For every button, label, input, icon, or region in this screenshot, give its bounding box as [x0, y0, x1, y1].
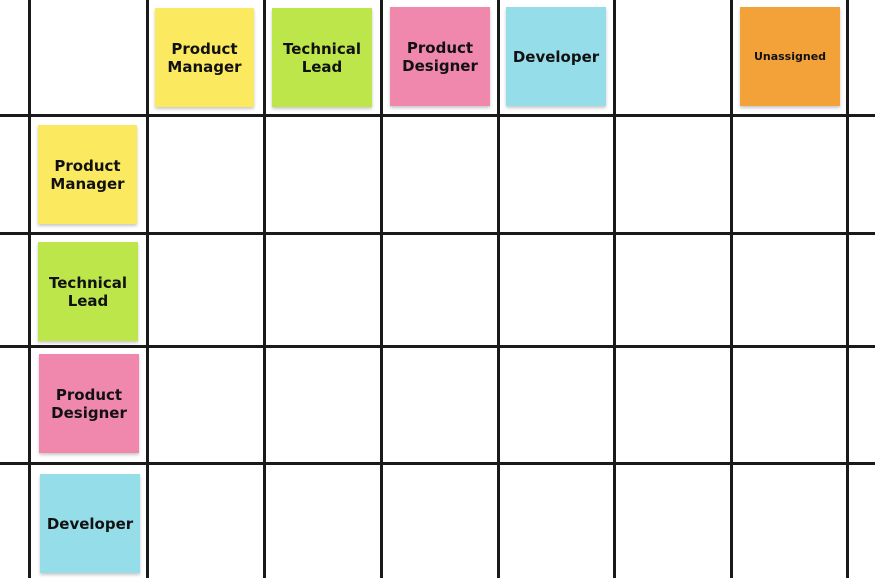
grid-line-vertical [28, 0, 31, 578]
grid-line-horizontal [0, 232, 875, 235]
sticky-note-label: Unassigned [753, 49, 827, 63]
grid-line-vertical [497, 0, 500, 578]
grid-line-horizontal [0, 462, 875, 465]
grid-line-horizontal [0, 345, 875, 348]
sticky-note-row-developer[interactable]: Developer [40, 474, 140, 573]
sticky-note-label: Developer [512, 47, 600, 66]
grid-line-vertical [730, 0, 733, 578]
grid-line-vertical [380, 0, 383, 578]
sticky-note-label: Developer [46, 514, 134, 533]
sticky-note-column-developer[interactable]: Developer [506, 7, 606, 106]
grid-line-vertical [146, 0, 149, 578]
grid-line-horizontal [0, 114, 875, 117]
grid-line-vertical [613, 0, 616, 578]
grid-line-vertical [263, 0, 266, 578]
grid-line-vertical [846, 0, 849, 578]
sticky-note-column-unassigned[interactable]: Unassigned [740, 7, 840, 106]
